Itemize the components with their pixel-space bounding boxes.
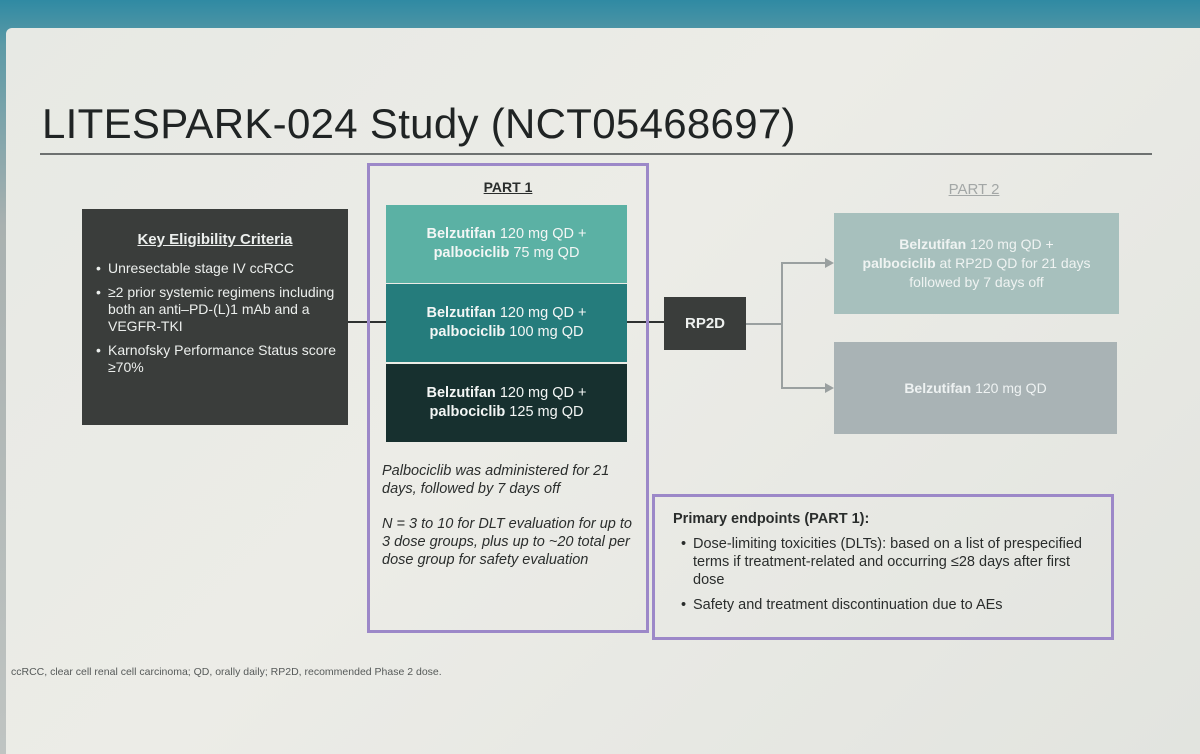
arm-a-text1: 120 mg QD + [966, 236, 1054, 252]
endpoint-item: Safety and treatment discontinuation due… [681, 596, 1095, 614]
dose-text2: 75 mg QD [509, 245, 580, 261]
dose-text2: 125 mg QD [505, 404, 584, 420]
part2-arm-monotherapy: Belzutifan 120 mg QD [834, 342, 1117, 434]
sample-size-note: N = 3 to 10 for DLT evaluation for up to… [382, 516, 632, 568]
endpoints-heading: Primary endpoints (PART 1): [673, 511, 870, 527]
part2-arm-combination: Belzutifan 120 mg QD + palbociclib at RP… [834, 213, 1119, 314]
arm-a-text2: at RP2D QD for 21 days followed by 7 day… [909, 255, 1091, 290]
dose-text2: 100 mg QD [505, 324, 584, 340]
eligibility-item: Unresectable stage IV ccRCC [96, 260, 338, 277]
arm-a-drug2: palbociclib [862, 255, 936, 271]
connector-part1-to-rp2d [627, 321, 664, 323]
arm-b-drug: Belzutifan [904, 380, 972, 396]
dose-text: 120 mg QD + [495, 305, 587, 321]
eligibility-item: Karnofsky Performance Status score ≥70% [96, 342, 338, 376]
schedule-note: Palbociclib was administered for 21 days… [382, 463, 610, 497]
dose-text: 120 mg QD + [495, 226, 587, 242]
dose-drug: Belzutifan [426, 385, 496, 401]
endpoints-list: Dose-limiting toxicities (DLTs): based o… [673, 535, 1095, 614]
eligibility-list: Unresectable stage IV ccRCC ≥2 prior sys… [92, 260, 338, 376]
title-divider [40, 153, 1152, 155]
dose-group-125: Belzutifan 120 mg QD + palbociclib 125 m… [386, 364, 627, 442]
part1-label: PART 1 [483, 179, 533, 195]
connector-to-arm-b [781, 387, 826, 389]
eligibility-item: ≥2 prior systemic regimens including bot… [96, 284, 338, 335]
part1-frame [367, 163, 649, 633]
dose-drug2: palbociclib [433, 245, 510, 261]
arm-b-text: 120 mg QD [971, 380, 1047, 396]
connector-rp2d-out [746, 323, 782, 325]
arrow-to-arm-a [825, 258, 834, 268]
connector-to-arm-a [781, 262, 826, 264]
slide-title: LITESPARK-024 Study (NCT05468697) [42, 100, 796, 147]
dose-drug2: palbociclib [429, 324, 506, 340]
primary-endpoints-box: Primary endpoints (PART 1): Dose-limitin… [652, 494, 1114, 640]
dose-group-100: Belzutifan 120 mg QD + palbociclib 100 m… [386, 284, 627, 362]
dose-drug2: palbociclib [429, 404, 506, 420]
arm-a-drug: Belzutifan [899, 236, 967, 252]
endpoint-item: Dose-limiting toxicities (DLTs): based o… [681, 535, 1095, 589]
dose-drug: Belzutifan [426, 305, 496, 321]
eligibility-heading: Key Eligibility Criteria [137, 231, 293, 248]
connector-vertical [781, 262, 783, 388]
rp2d-box: RP2D [664, 297, 746, 350]
eligibility-box: Key Eligibility Criteria Unresectable st… [82, 209, 348, 425]
dose-group-75: Belzutifan 120 mg QD + palbociclib 75 mg… [386, 205, 627, 283]
dose-drug: Belzutifan [426, 226, 496, 242]
part2-label: PART 2 [948, 181, 1000, 198]
arrow-to-arm-b [825, 383, 834, 393]
dose-text: 120 mg QD + [495, 385, 587, 401]
footnote: ccRCC, clear cell renal cell carcinoma; … [11, 666, 442, 678]
